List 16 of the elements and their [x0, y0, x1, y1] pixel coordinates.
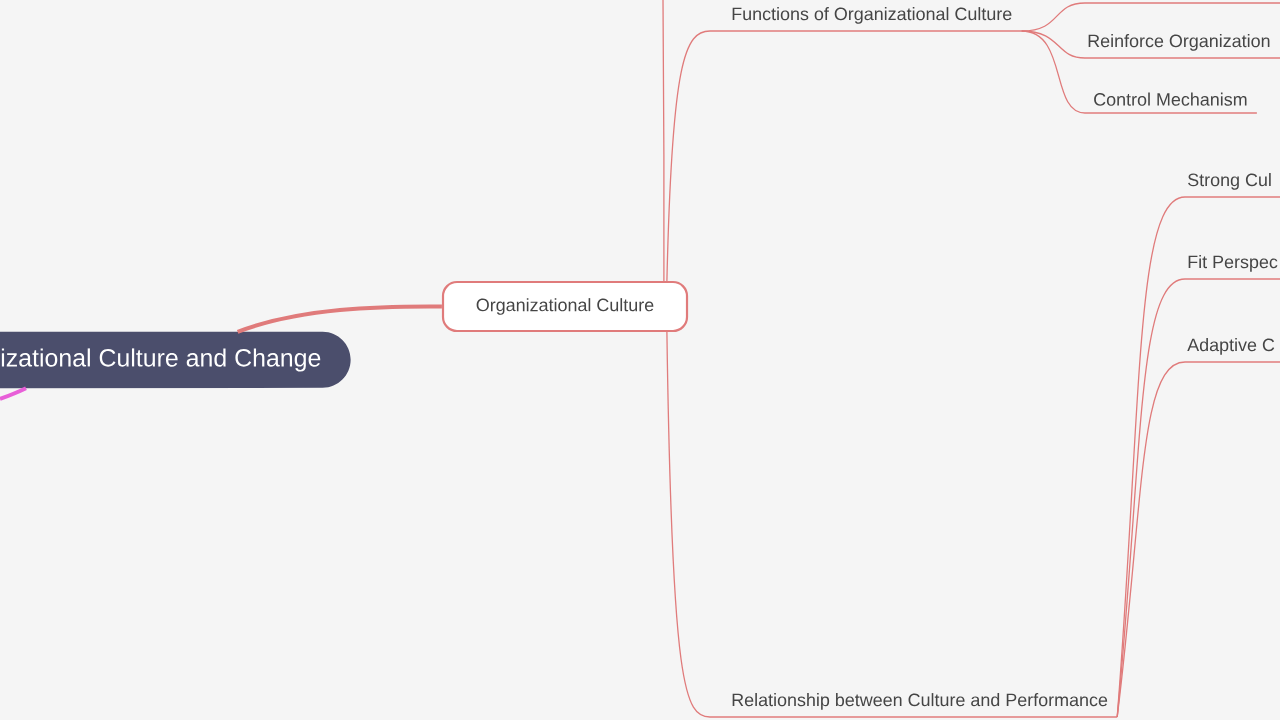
- underlined-topic: Reinforce Organization: [1084, 34, 1280, 59]
- underlined-topic: Adaptive C: [1184, 338, 1280, 363]
- root-topic-pill: izational Culture and Change: [0, 331, 351, 389]
- connector-line: [237, 304, 442, 334]
- topic-box: Organizational Culture: [441, 280, 689, 333]
- underlined-topic: Control Mechanism: [1084, 92, 1258, 114]
- underlined-topic: Fit Perspec: [1184, 255, 1280, 280]
- underlined-topic: Functions of Organizational Culture: [709, 7, 1023, 32]
- underlined-topic: Strong Cul: [1184, 173, 1280, 198]
- connector-line: [0, 386, 27, 401]
- connector-line: [666, 331, 711, 718]
- connector-line: [666, 30, 711, 282]
- connector-line: [662, 0, 665, 282]
- connector-line: [1116, 361, 1186, 718]
- connector-line: [1020, 30, 1086, 114]
- underlined-topic: Relationship between Culture and Performance: [709, 693, 1118, 718]
